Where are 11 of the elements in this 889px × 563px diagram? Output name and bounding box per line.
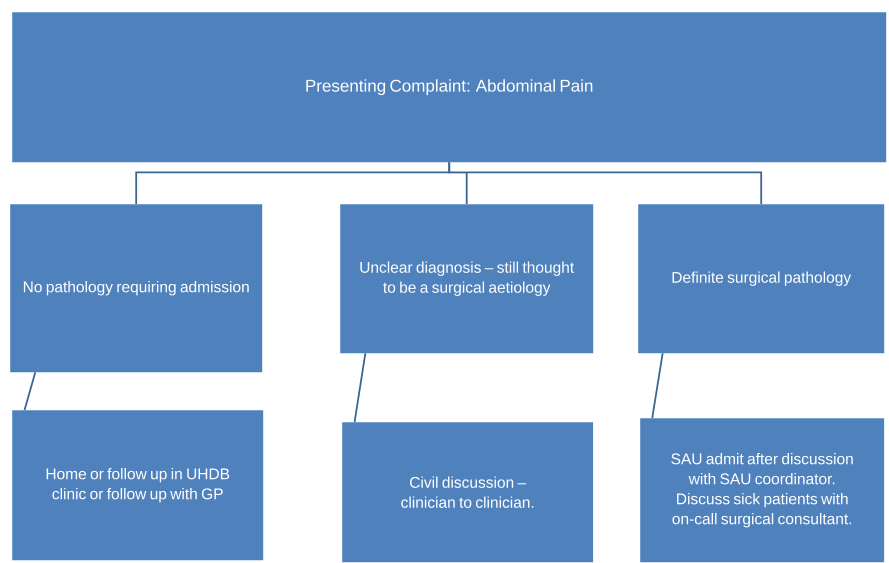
process-box: Home or follow up in UHDB clinic or follow up with GP [12,410,264,560]
process-box: Definite surgical pathology [638,204,884,354]
process-box: No pathology requiring admission [10,204,262,372]
connector-line [354,353,366,422]
process-box: Unclear diagnosis – still thought to be a surgical aetiology [340,204,594,354]
connector-line [651,353,664,418]
connector-line [448,162,762,204]
connector-line [24,372,36,410]
process-box: SAU admit after discussion with SAU coordinator. Discuss sick patients with on-call surgical consultant. [640,418,884,562]
process-box: Civil discussion – clinician to clinician. [342,422,594,562]
process-box: Presenting Complaint: Abdominal Pain [12,12,886,162]
